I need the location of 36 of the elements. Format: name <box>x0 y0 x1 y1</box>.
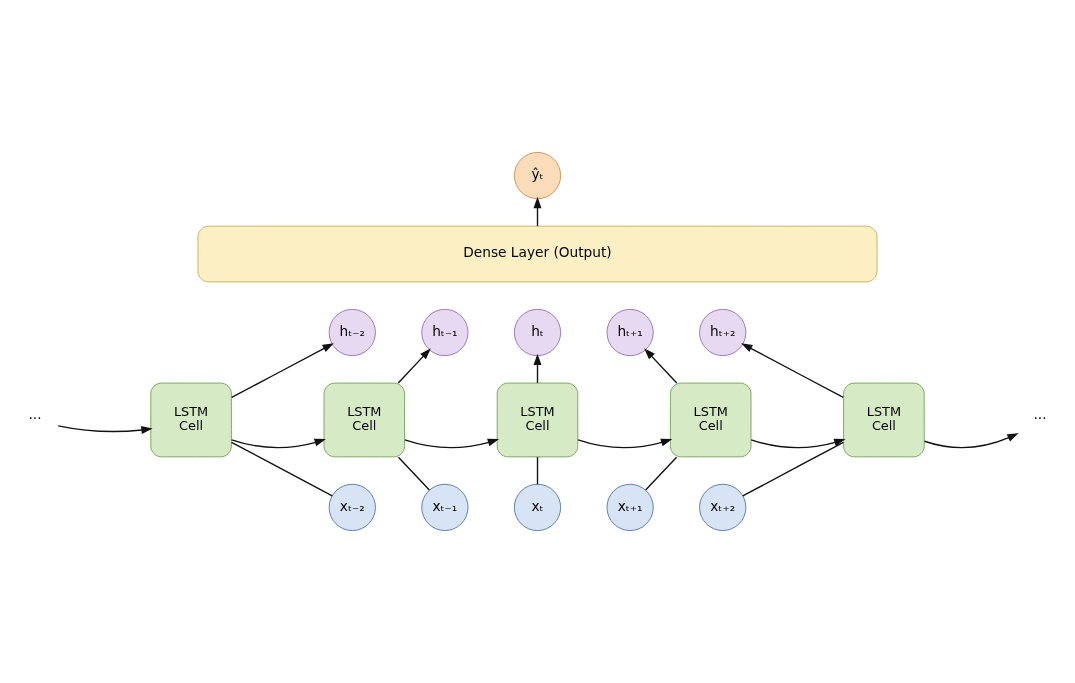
node-box: LSTM Cell <box>496 382 579 458</box>
arrow <box>923 433 1019 449</box>
node-box: LSTM Cell <box>670 382 752 458</box>
arrow <box>644 348 678 384</box>
node-text: ··· <box>28 410 42 427</box>
arrow <box>533 196 542 227</box>
connector <box>536 456 539 485</box>
connector <box>644 456 678 491</box>
node-circle: hₜ <box>513 308 562 357</box>
node-box: LSTM Cell <box>150 382 232 458</box>
node-circle: hₜ₋₂ <box>328 308 376 357</box>
node-circle: xₜ₋₂ <box>328 483 376 531</box>
arrow <box>397 348 431 384</box>
node-text: ··· <box>1033 410 1047 427</box>
node-circle: hₜ₊₂ <box>699 308 747 357</box>
connector <box>230 441 333 497</box>
arrow <box>577 438 673 449</box>
arrow <box>750 438 846 449</box>
node-circle: hₜ₋₁ <box>421 308 469 357</box>
node-circle: xₜ₊₁ <box>606 483 654 531</box>
node-circle: ŷₜ <box>513 152 562 200</box>
node-circle: xₜ <box>513 483 562 531</box>
node-circle: xₜ₋₁ <box>421 483 469 531</box>
connector <box>397 456 431 491</box>
node-box: Dense Layer (Output) <box>197 225 878 283</box>
connector <box>742 441 845 497</box>
arrow <box>231 438 326 449</box>
arrow <box>533 353 542 384</box>
node-box: LSTM Cell <box>843 382 925 458</box>
arrow <box>404 438 500 449</box>
node-circle: xₜ₊₂ <box>699 483 747 531</box>
arrow <box>741 343 844 399</box>
node-circle: hₜ₊₁ <box>606 308 654 357</box>
arrow <box>57 425 153 434</box>
node-box: LSTM Cell <box>323 382 405 458</box>
arrow <box>231 343 334 399</box>
